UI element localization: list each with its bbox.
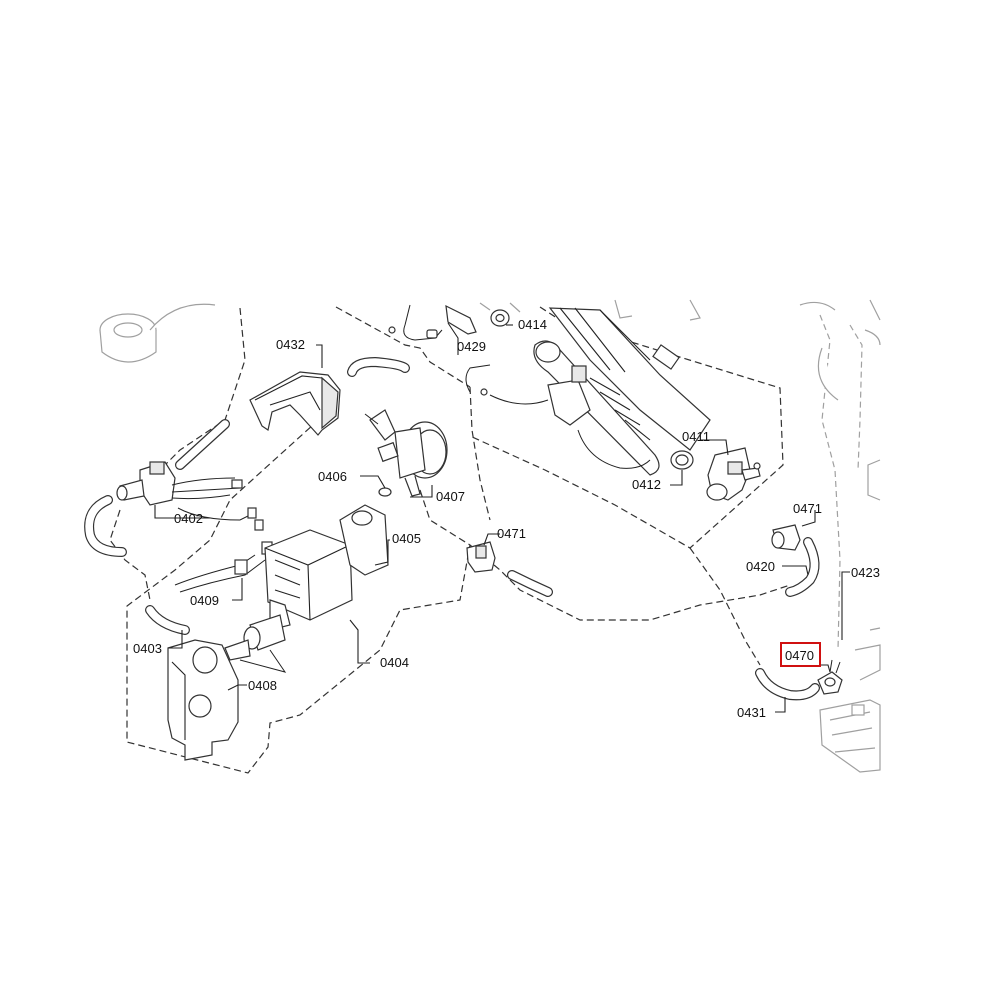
label-0471-left[interactable]: 0471	[497, 526, 526, 541]
label-0431[interactable]: 0431	[737, 705, 766, 720]
part-0470-fitting	[817, 659, 843, 695]
label-0409[interactable]: 0409	[190, 593, 219, 608]
part-pump	[224, 504, 389, 673]
part-connectors	[466, 524, 801, 573]
part-valve-wheel	[364, 409, 448, 497]
label-0407[interactable]: 0407	[436, 489, 465, 504]
label-0420[interactable]: 0420	[746, 559, 775, 574]
label-0402[interactable]: 0402	[174, 511, 203, 526]
rail-assembly	[388, 299, 761, 501]
part-bracket	[167, 639, 239, 761]
label-0471-right[interactable]: 0471	[793, 501, 822, 516]
label-0411[interactable]: 0411	[682, 429, 710, 444]
hoses	[84, 356, 820, 701]
part-solenoid-valve	[116, 461, 273, 593]
label-0408[interactable]: 0408	[248, 678, 277, 693]
label-0432[interactable]: 0432	[276, 337, 305, 352]
label-0429[interactable]: 0429	[457, 339, 486, 354]
part-cover	[249, 371, 341, 436]
label-0406[interactable]: 0406	[318, 469, 347, 484]
part-labels: 0414 0429 0432 0411 0412 0406 0407 0402 …	[133, 317, 880, 720]
label-0470[interactable]: 0470	[785, 648, 814, 663]
label-0414[interactable]: 0414	[518, 317, 547, 332]
highlight-box	[780, 642, 821, 667]
label-0412[interactable]: 0412	[632, 477, 661, 492]
label-0405[interactable]: 0405	[392, 531, 421, 546]
leader-lines	[154, 322, 850, 713]
background-parts	[99, 299, 881, 773]
label-0403[interactable]: 0403	[133, 641, 162, 656]
label-0423[interactable]: 0423	[851, 565, 880, 580]
label-0404[interactable]: 0404	[380, 655, 409, 670]
